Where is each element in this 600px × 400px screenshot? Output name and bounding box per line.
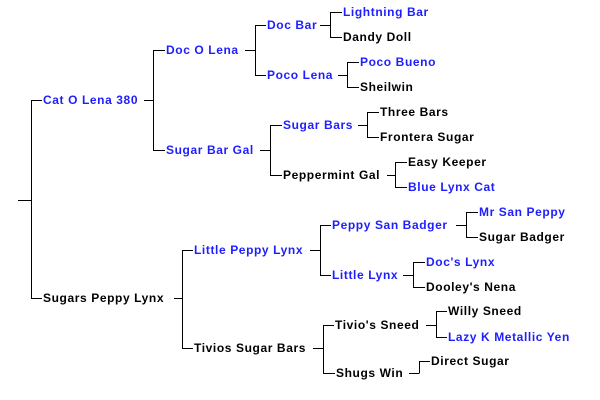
connector-dam: [174, 250, 193, 349]
horse-dam-dam-dam-sire: Direct Sugar: [431, 354, 510, 368]
horse-dam-dam-dam: Shugs Win: [336, 366, 404, 380]
horse-sire-dam-sire-sire: Three Bars: [380, 105, 449, 119]
connector-dam-sire: [310, 225, 331, 276]
connector-tivios-sneed: [426, 311, 447, 338]
horse-sire-sire-dam-dam: Sheilwin: [360, 80, 414, 94]
horse-sire-dam-sire-dam: Frontera Sugar: [380, 130, 475, 144]
horse-sire-sire-dam[interactable]: Poco Lena: [267, 68, 334, 82]
horse-dam-sire-dam-sire[interactable]: Doc's Lynx: [426, 255, 496, 269]
connector-sire-sire: [245, 25, 266, 76]
connector-dam-dam: [313, 325, 335, 374]
horse-dam-dam: Tivios Sugar Bars: [194, 341, 307, 355]
horse-dam-sire-dam-dam: Dooley's Nena: [426, 280, 517, 294]
horse-sire[interactable]: Cat O Lena 380: [43, 93, 139, 107]
connector-root: [18, 100, 42, 299]
horse-dam-sire[interactable]: Little Peppy Lynx: [194, 243, 304, 257]
horse-sire-sire-sire[interactable]: Doc Bar: [267, 18, 318, 32]
horse-sire-sire-sire-sire[interactable]: Lightning Bar: [343, 5, 429, 19]
connector-sire: [144, 50, 165, 151]
connector-little-lynx: [403, 262, 425, 288]
horse-sire-sire[interactable]: Doc O Lena: [166, 43, 239, 57]
horse-sire-dam[interactable]: Sugar Bar Gal: [166, 143, 254, 157]
connector-sugar-bars: [358, 112, 379, 138]
connector-shugs-win: [409, 361, 430, 374]
horse-sire-dam-dam-dam[interactable]: Blue Lynx Cat: [408, 180, 496, 194]
horse-sire-dam-sire[interactable]: Sugar Bars: [283, 118, 354, 132]
connector-sire-dam: [260, 125, 282, 176]
horse-dam: Sugars Peppy Lynx: [43, 291, 165, 305]
horse-dam-dam-sire-sire: Willy Sneed: [448, 304, 522, 318]
horse-sire-dam-dam-sire: Easy Keeper: [408, 155, 487, 169]
horse-dam-sire-sire-dam: Sugar Badger: [479, 230, 565, 244]
horse-dam-dam-sire-dam[interactable]: Lazy K Metallic Yen: [448, 330, 570, 344]
horse-sire-sire-sire-dam: Dandy Doll: [343, 30, 412, 44]
connector-peppermint-gal: [387, 162, 407, 188]
horse-sire-sire-dam-sire[interactable]: Poco Bueno: [360, 55, 437, 69]
horse-dam-sire-dam[interactable]: Little Lynx: [332, 268, 399, 282]
horse-dam-dam-sire: Tivio's Sneed: [335, 318, 420, 332]
connector-doc-bar: [320, 12, 342, 38]
connector-peppy-san-badger: [456, 212, 478, 238]
horse-dam-sire-sire[interactable]: Peppy San Badger: [332, 218, 448, 232]
horse-dam-sire-sire-sire[interactable]: Mr San Peppy: [479, 205, 566, 219]
horse-sire-dam-dam: Peppermint Gal: [283, 168, 381, 182]
connector-poco-lena: [338, 62, 359, 88]
